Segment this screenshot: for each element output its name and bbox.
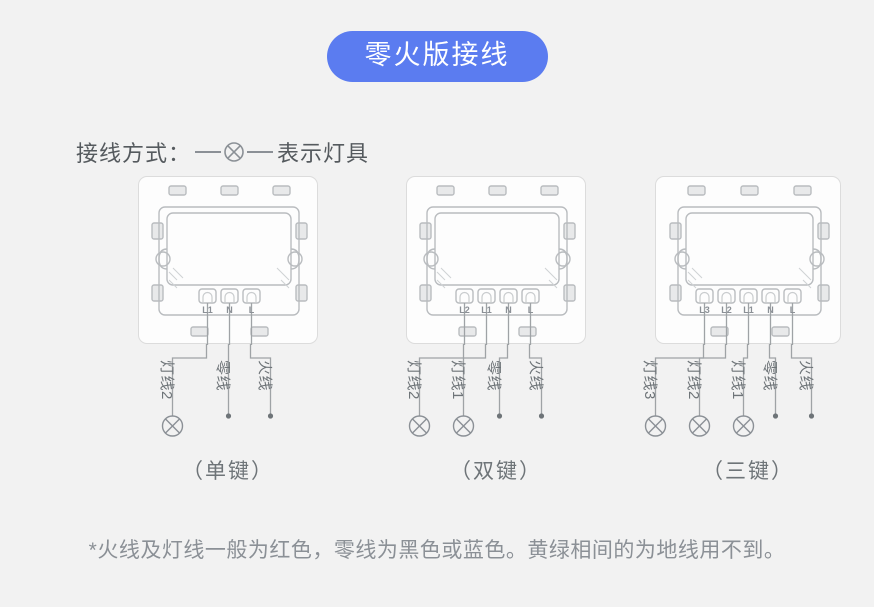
terminal-label: N (767, 305, 774, 315)
terminal-label: L (790, 305, 796, 315)
page-title: 零火版接线 (326, 31, 548, 82)
lamp-symbol-icon (732, 415, 755, 437)
terminal-label: L3 (699, 305, 710, 315)
caption-single-key: （单键） (182, 460, 274, 483)
lamp-symbol-icon (688, 415, 711, 437)
wire-end-dot (808, 413, 815, 419)
diagram-single-key: L1 N L (98, 176, 358, 462)
wire-label-lamp2: 灯线2 (405, 360, 422, 400)
lamp-symbol-icon (644, 415, 667, 437)
legend: 接线方式： 表示灯具 (76, 136, 369, 168)
wire-label-lamp1: 灯线1 (449, 360, 466, 400)
legend-line-left (195, 151, 222, 153)
terminal-label: N (226, 305, 233, 315)
diagram-row: L1 N L (0, 176, 874, 486)
diagram-double-key: L2 L1 N L (366, 176, 626, 462)
diagram-triple-key: L3 L2 L1 N L (618, 176, 874, 462)
switch-panel-double: L2 L1 N L (406, 176, 586, 345)
terminal-label: L2 (721, 305, 732, 315)
terminal-label: L (528, 305, 534, 315)
wire-area-triple: 灯线3 灯线2 灯线1 零线 火线 (618, 344, 874, 462)
switch-panel-triple: L3 L2 L1 N L (655, 176, 841, 345)
switch-panel-single: L1 N L (138, 176, 318, 345)
terminal-label: L1 (743, 305, 754, 315)
wire-area-double: 灯线2 灯线1 零线 火线 (366, 344, 626, 462)
wire-label-lamp2: 灯线2 (685, 360, 702, 400)
terminal-label: L1 (202, 305, 213, 315)
wire-end-dot (225, 413, 232, 419)
caption-double-key: （双键） (450, 460, 542, 483)
lamp-glyph (224, 142, 244, 162)
wire-label-live: 火线 (256, 360, 273, 392)
wire-end-dot (772, 413, 779, 419)
wire-label-live: 火线 (797, 360, 814, 392)
terminal-label: N (505, 305, 512, 315)
wire-label-neutral: 零线 (485, 360, 502, 392)
terminal-label: L1 (481, 305, 492, 315)
legend-suffix-label: 表示灯具 (277, 141, 370, 166)
wire-label-live: 火线 (527, 360, 544, 392)
footnote: *火线及灯线一般为红色，零线为黑色或蓝色。黄绿相间的为地线用不到。 (88, 539, 786, 562)
lamp-symbol-icon (195, 140, 274, 164)
lamp-symbol-icon (408, 415, 431, 437)
wire-area-single: 灯线2 零线 火线 (98, 344, 358, 462)
page-title-container: 零火版接线 (0, 31, 874, 82)
terminal-label: L2 (459, 305, 470, 315)
caption-triple-key: （三键） (702, 460, 794, 483)
terminal-label: L (249, 305, 255, 315)
wire-end-dot (496, 413, 503, 419)
wire-label-neutral: 零线 (214, 360, 231, 392)
wire-end-dot (538, 413, 545, 419)
wire-label-neutral: 零线 (761, 360, 778, 392)
wire-label-lamp1: 灯线1 (729, 360, 746, 400)
legend-prefix-label: 接线方式： (76, 141, 192, 166)
wire-label-lamp2: 灯线2 (158, 360, 175, 400)
wire-label-lamp3: 灯线3 (641, 360, 658, 400)
wire-end-dot (267, 413, 274, 419)
legend-line-right (247, 151, 274, 153)
lamp-symbol-icon (161, 415, 184, 437)
lamp-symbol-icon (452, 415, 475, 437)
